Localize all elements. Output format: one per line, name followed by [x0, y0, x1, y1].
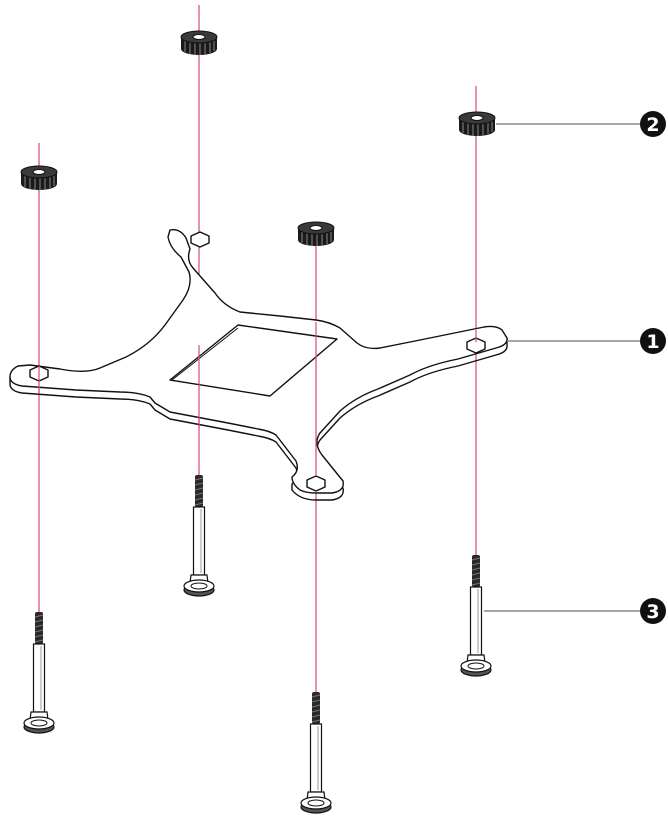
callout-label-1: 1: [646, 331, 659, 353]
backplate-cutout-inner-edge: [171, 327, 239, 381]
backplate-center-cutout: [169, 324, 338, 397]
backplate-hole-top: [190, 231, 210, 248]
callout-badge-2: 2: [640, 111, 666, 137]
thumb-nuts: [20, 30, 496, 247]
guide-overlays: [38, 322, 477, 476]
callout-badge-3: 3: [640, 598, 666, 624]
thumb-nut-right: [458, 111, 496, 137]
thumb-nut-left: [20, 165, 58, 191]
callout-leaders: [484, 123, 640, 612]
screw-right: [460, 554, 492, 677]
screw-center: [300, 691, 332, 814]
callout-label-2: 2: [646, 114, 659, 136]
thumb-nut-center: [297, 221, 335, 247]
mounting-screws: [23, 474, 492, 814]
thumb-nut-top: [180, 30, 218, 56]
backplate: [9, 228, 508, 501]
backplate-hole-bottom: [306, 475, 326, 492]
backplate-edge: [9, 338, 508, 501]
screw-top-left: [183, 474, 215, 597]
callout-label-3: 3: [646, 601, 659, 623]
screw-far-left: [23, 611, 55, 734]
callout-badge-1: 1: [640, 328, 666, 354]
